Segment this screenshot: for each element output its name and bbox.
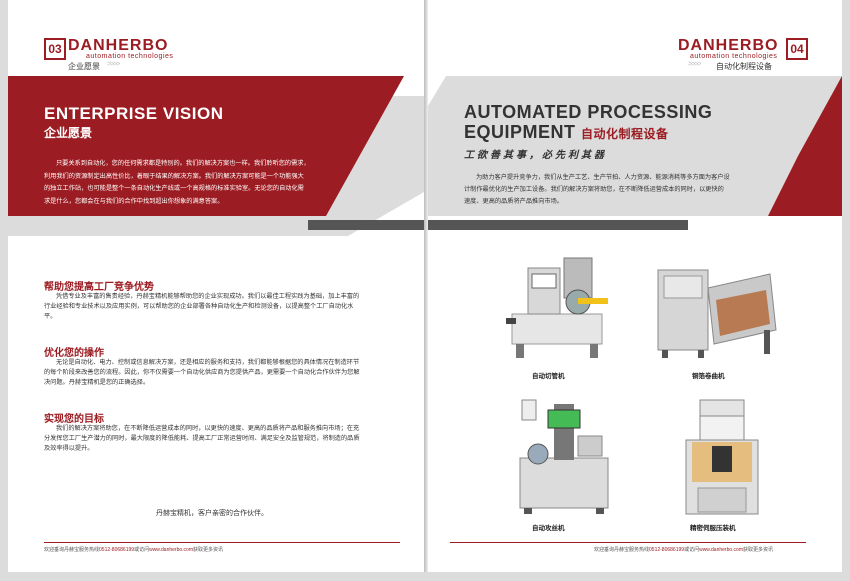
section-text: 无论是自动化、电力、控制或信息解决方案，还是相应的服务和支持，我们都能够根据您的…	[44, 358, 404, 388]
text-line: 凭借专业及丰富的售贵经验，丹赫宝精机能够帮助您的企业实现成功。我们以最佳工程实践…	[56, 293, 360, 300]
vision-line: 利用我们的资源制定出高性价比，着眼于结果的解决方案。我们的解决方案可能是一个功能…	[44, 172, 304, 180]
vision-line: 求是什么，您都会在与我们的合作中找到超出你想象的满意答案。	[44, 197, 224, 205]
gray-band	[428, 76, 842, 216]
left-page: 03 DANHERBO automation technologies 企业愿景…	[8, 0, 424, 572]
vision-title-cn: 企业愿景	[44, 126, 93, 140]
footer-text: 欢迎垂询丹赫宝服务热线0512-80686199或访问www.danherbo.…	[594, 547, 774, 553]
vision-line: 的独立工作站，也可能是整个一条自动化生产线或一个高规格的标准实验室。无论您的自动…	[44, 185, 304, 192]
text-line: 平。	[44, 313, 57, 320]
text-line: 无论是自动化、电力、控制或信息解决方案，还是相应的服务和支持，我们都能够根据您的…	[56, 359, 360, 366]
brand-logo: DANHERBO	[678, 37, 779, 54]
equipment-title: AUTOMATED PROCESSING EQUIPMENT 自动化制程设备	[464, 102, 712, 144]
section-label: 企业愿景	[68, 62, 100, 71]
dark-accent-bar	[428, 220, 688, 230]
slogan: 工欲善其事，必先利其器	[464, 150, 607, 161]
machine-label: 铜箔卷曲机	[692, 373, 725, 380]
auto-tapping-image	[519, 399, 609, 514]
vision-line: 只要关系到自动化，您的任何需求都是特别的。我们的解决方案也一样。我们聆听您的需求…	[56, 160, 310, 167]
vision-title-en: ENTERPRISE VISION	[44, 104, 224, 123]
copper-foil-curler-image	[657, 269, 777, 358]
section-title: 帮助您提高工厂竞争优势	[44, 282, 154, 293]
section-label: 自动化制程设备	[716, 62, 772, 71]
page-number: 04	[786, 38, 808, 60]
arrows-icon: >>>>	[107, 61, 120, 68]
page-number: 03	[44, 38, 66, 60]
arrows-icon: >>>>	[688, 61, 701, 68]
section-title: 优化您的操作	[44, 348, 104, 359]
footer-text: 欢迎垂询丹赫宝服务热线0512-80686199或访问www.danherbo.…	[44, 547, 224, 553]
equipment-body: 为助力客户提升竞争力，我们从生产工艺、生产节拍、人力资源、能源消耗等多方面为客户…	[464, 172, 784, 208]
machine-label: 自动切管机	[532, 373, 565, 380]
machine-label: 精密伺服压装机	[690, 525, 736, 532]
tagline: 丹赫宝精机，客户亲密的合作伙伴。	[156, 510, 268, 517]
page-gutter	[424, 0, 428, 572]
text-line: 及效率得以提升。	[44, 445, 94, 452]
brand-logo: DANHERBO	[68, 37, 169, 54]
title-line-1: AUTOMATED PROCESSING	[464, 102, 713, 122]
vision-body: 只要关系到自动化，您的任何需求都是特别的。我们的解决方案也一样。我们聆听您的需求…	[44, 158, 344, 208]
section-text: 凭借专业及丰富的售贵经验，丹赫宝精机能够帮助您的企业实现成功。我们以最佳工程实践…	[44, 292, 404, 322]
text-line: 行业经验和专业技术以及应用实例，可以帮助您的企业部署各种自动化生产和检测设备，以…	[44, 303, 354, 310]
red-band	[8, 76, 404, 216]
text-line: 分发挥您工厂生产潜力的同时，最大限度的降低能耗、提高工厂正常运营时间、满足安全及…	[44, 435, 360, 442]
brand-subtitle: automation technologies	[690, 53, 778, 60]
section-text: 我们的解决方案将助您，在不断降低运营成本的同时，以更快的速度、更高的品质将产品和…	[44, 424, 404, 454]
text-line: 我们的解决方案将助您，在不断降低运营成本的同时，以更快的速度、更高的品质将产品和…	[56, 425, 360, 432]
machine-label: 自动攻丝机	[532, 525, 565, 532]
servo-press-image	[685, 399, 759, 515]
text-line: 决问题。丹赫宝精机是您的正确选择。	[44, 379, 150, 386]
dark-accent-bar	[308, 220, 424, 230]
text-line: 为助力客户提升竞争力，我们从生产工艺、生产节拍、人力资源、能源消耗等多方面为客户…	[476, 174, 730, 181]
footer-rule	[450, 542, 806, 543]
red-corner	[768, 76, 842, 216]
right-page: DANHERBO automation technologies 04 >>>>…	[428, 0, 842, 572]
pipe-cutter-image	[506, 257, 608, 358]
brand-subtitle: automation technologies	[86, 53, 174, 60]
footer-rule	[44, 542, 400, 543]
title-line-2: EQUIPMENT 自动化制程设备	[464, 122, 669, 142]
section-title: 实现您的目标	[44, 414, 104, 425]
text-line: 计制作最优化的生产加工设备。我们的解决方案将助您，在不断降低运营成本的同时，以更…	[464, 186, 724, 193]
text-line: 的每个阶段来改善您的流程。因此，你不仅需要一个自动化供应商为您提供产品，更需要一…	[44, 369, 360, 376]
text-line: 速度、更高的品质将产品推向市场。	[464, 198, 563, 205]
